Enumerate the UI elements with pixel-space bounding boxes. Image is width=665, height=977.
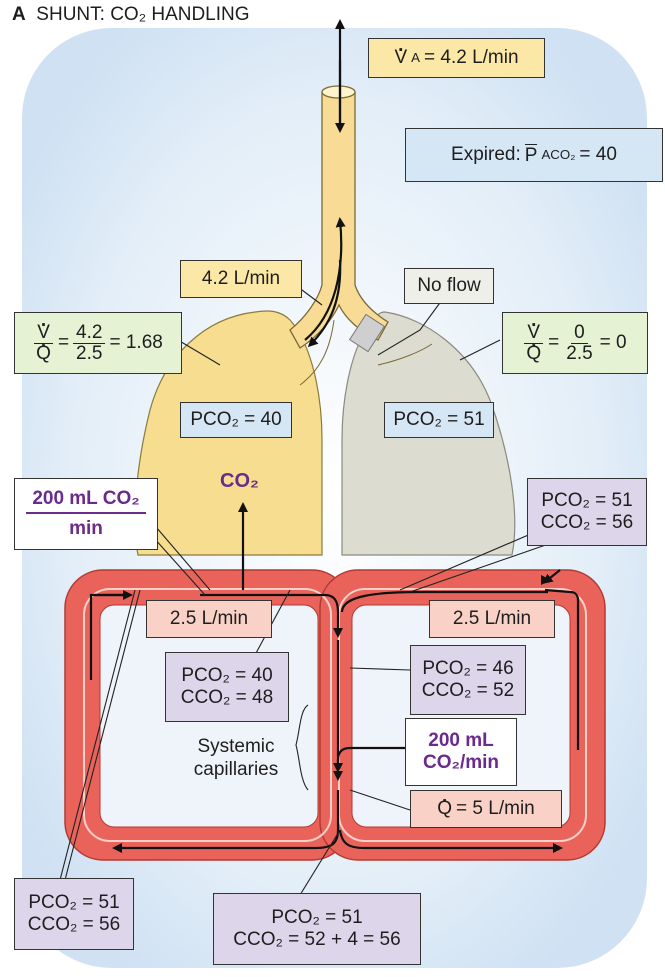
top-center-flow — [200, 593, 343, 638]
right-cco2: CCO₂ = 56 — [540, 512, 634, 533]
left-flow-box: 2.5 L/min — [146, 600, 272, 638]
co2-in-line2: CO₂/min — [423, 752, 499, 773]
venous-pco2: PCO₂ = 51 — [271, 907, 363, 929]
bottom-left-flow — [112, 790, 340, 853]
right-top-flow — [340, 590, 548, 613]
vq-left-box: VQ = 4.22.5 = 1.68 — [14, 312, 182, 374]
co2-production-box: 200 mL CO₂/min — [405, 718, 517, 786]
ventilation-value: = 4.2 L/min — [424, 47, 519, 69]
vq-right-result: = 0 — [599, 332, 627, 354]
arterial-blood-values: PCO₂ = 51 CCO₂ = 56 — [14, 878, 134, 950]
vq-left-result: = 1.68 — [109, 332, 163, 354]
systemic-line2: capillaries — [193, 758, 279, 780]
vq-left-ratio: VQ — [33, 322, 54, 364]
right-flow-box: 2.5 L/min — [429, 600, 555, 638]
trachea-blocked-segment — [348, 313, 386, 353]
left-capillary-values: PCO₂ = 40 CCO₂ = 48 — [165, 652, 289, 722]
ventilation-box: VA= 4.2 L/min — [368, 38, 545, 78]
expired-symbol: P — [524, 143, 538, 166]
cardiac-output-box: Q= 5 L/min — [410, 790, 562, 828]
no-flow-box: No flow — [404, 268, 494, 304]
right-pco2: PCO₂ = 51 — [541, 490, 633, 512]
mixed-venous-values: PCO₂ = 46 CCO₂ = 52 — [410, 645, 526, 715]
expired-sub: ACO₂ — [541, 147, 576, 163]
title-text: SHUNT: CO₂ HANDLING — [36, 4, 250, 25]
alveolar-right-pco2: PCO₂ = 51 — [384, 402, 494, 438]
cardiac-output-value: = 5 L/min — [456, 798, 535, 820]
co2-output-top: 200 mL CO₂ — [26, 488, 146, 514]
arterial-pco2: PCO₂ = 51 — [28, 892, 120, 914]
expired-value: = 40 — [579, 144, 617, 166]
mixed-pco2: PCO₂ = 46 — [422, 658, 514, 680]
figure-title: A SHUNT: CO₂ HANDLING — [12, 4, 250, 26]
systemic-line1: Systemic — [197, 736, 275, 757]
vq-right-box: VQ = 02.5 = 0 — [502, 312, 648, 374]
airflow-box: 4.2 L/min — [180, 260, 302, 298]
v-sub: A — [411, 50, 421, 66]
q-symbol: Q — [437, 798, 452, 820]
panel-letter: A — [12, 4, 26, 25]
airflow-arrow — [304, 217, 346, 341]
vq-right-ratio: VQ — [523, 322, 544, 364]
co2-output-box: 200 mL CO₂ min — [14, 478, 158, 550]
expired-prefix: Expired: — [451, 144, 521, 166]
left-cap-pco2: PCO₂ = 40 — [181, 665, 273, 687]
arterial-cco2: CCO₂ = 56 — [27, 914, 121, 935]
alveolar-left-pco2: PCO₂ = 40 — [180, 402, 292, 438]
left-cap-cco2: CCO₂ = 48 — [180, 687, 274, 708]
trachea-opening — [321, 85, 356, 99]
v-symbol: V — [394, 47, 407, 69]
systemic-venous-values: PCO₂ = 51 CCO₂ = 52 + 4 = 56 — [213, 893, 421, 965]
mixed-cco2: CCO₂ = 52 — [421, 680, 515, 701]
co2-output-bottom: min — [69, 518, 103, 539]
co2-in-arrow — [333, 746, 405, 781]
bottom-right-flow — [338, 829, 563, 853]
co2-label: CO₂ — [220, 470, 259, 492]
co2-in-line1: 200 mL — [428, 730, 494, 752]
systemic-capillaries-label: Systemic capillaries — [180, 736, 292, 782]
venous-cco2: CCO₂ = 52 + 4 = 56 — [233, 929, 401, 950]
right-lung-blood-values: PCO₂ = 51 CCO₂ = 56 — [527, 478, 647, 546]
